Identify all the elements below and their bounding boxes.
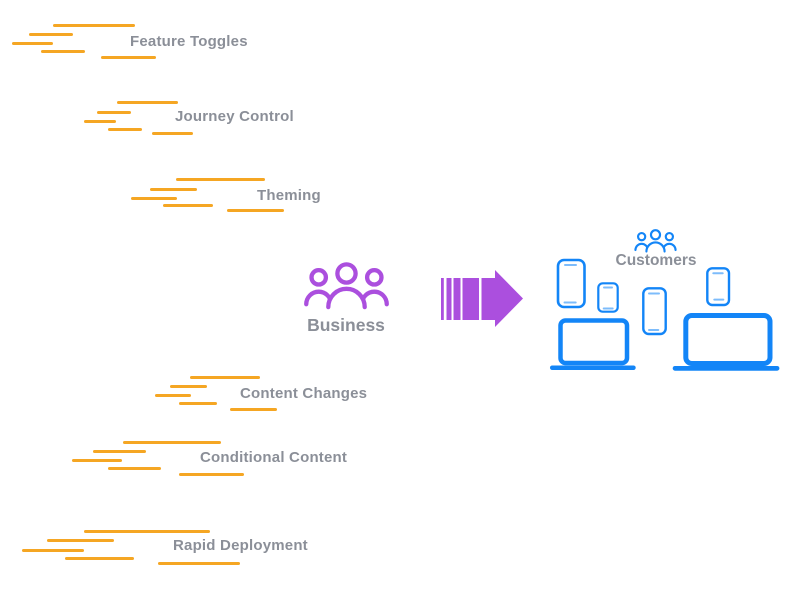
speed-line xyxy=(190,376,260,379)
speed-line xyxy=(227,209,284,212)
speed-line xyxy=(93,450,146,453)
speed-line xyxy=(65,557,134,560)
people-group-icon xyxy=(634,229,677,253)
speed-line xyxy=(29,33,73,36)
laptop-icon xyxy=(672,313,780,371)
speed-line xyxy=(155,394,191,397)
feature-label: Theming xyxy=(257,187,321,204)
speed-line xyxy=(47,539,114,542)
feature-label: Feature Toggles xyxy=(130,33,248,50)
devices-cluster xyxy=(550,258,780,371)
speed-line xyxy=(117,101,178,104)
customers-label: Customers xyxy=(615,252,697,269)
speed-line xyxy=(230,408,277,411)
fast-forward-arrow-icon xyxy=(441,270,523,327)
speed-line xyxy=(84,530,210,533)
speed-line xyxy=(131,197,177,200)
speed-line xyxy=(163,204,213,207)
speed-line xyxy=(108,128,142,131)
phone-icon xyxy=(642,287,667,336)
speed-line xyxy=(53,24,135,27)
speed-line xyxy=(97,111,131,114)
phone-icon xyxy=(597,282,619,313)
speed-line xyxy=(179,473,244,476)
feature-label: Rapid Deployment xyxy=(173,537,308,554)
speed-line xyxy=(123,441,221,444)
speed-line xyxy=(12,42,53,45)
speed-line xyxy=(152,132,193,135)
speed-line xyxy=(41,50,85,53)
speed-line xyxy=(108,467,161,470)
speed-line xyxy=(170,385,207,388)
speed-line xyxy=(101,56,156,59)
speed-line xyxy=(176,178,265,181)
feature-label: Conditional Content xyxy=(200,449,348,466)
speed-line xyxy=(158,562,240,565)
feature-label: Content Changes xyxy=(240,385,368,402)
speed-line xyxy=(150,188,197,191)
phone-icon xyxy=(706,267,731,307)
tablet-icon xyxy=(556,258,586,309)
speed-line xyxy=(22,549,84,552)
business-label: Business xyxy=(307,315,385,335)
speed-line xyxy=(72,459,122,462)
speed-line xyxy=(84,120,116,123)
feature-label: Journey Control xyxy=(175,108,294,125)
people-group-icon xyxy=(304,262,389,310)
laptop-icon xyxy=(550,318,636,370)
speed-line xyxy=(179,402,217,405)
